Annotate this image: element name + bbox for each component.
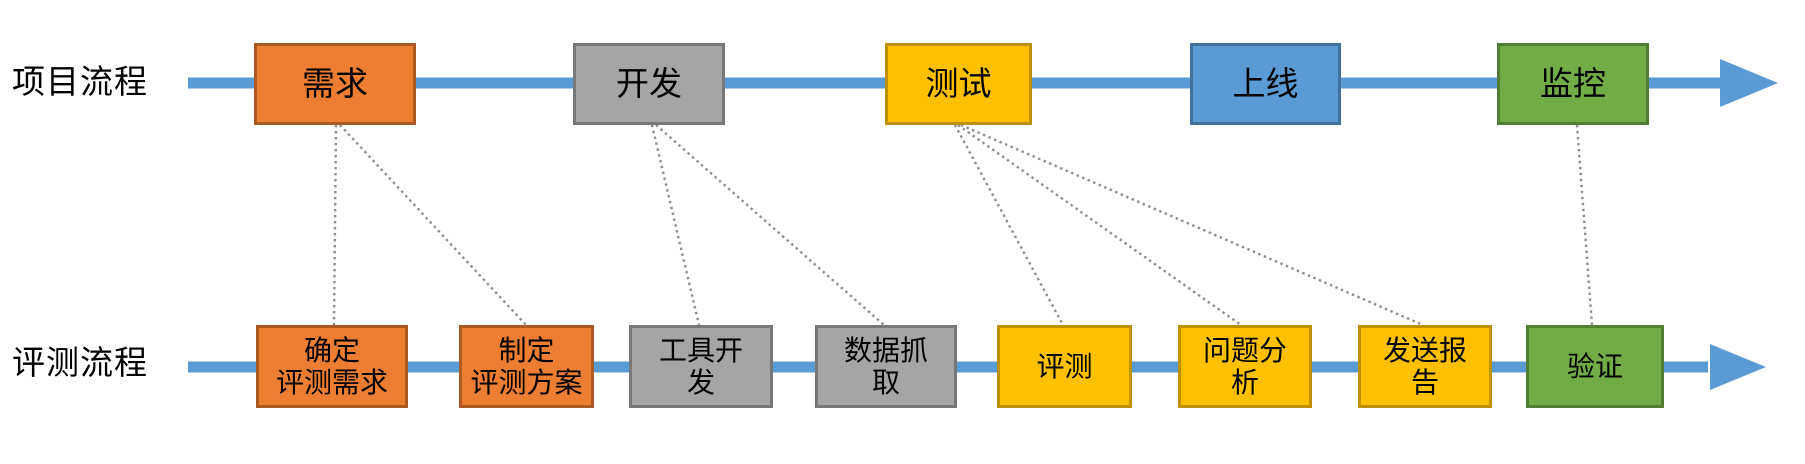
dotted-connector-development-to-data-capture xyxy=(655,124,885,326)
dotted-connector-testing-to-send-report xyxy=(960,123,1424,327)
dotted-connector-development-to-tool-development xyxy=(650,124,701,326)
flow-box-data-capture: 数据抓 取 xyxy=(815,325,957,408)
dotted-connector-testing-to-evaluation xyxy=(953,124,1065,326)
dotted-connector-requirement-to-make-eval-plan xyxy=(339,124,527,326)
dotted-connector-monitoring-to-verification xyxy=(1575,124,1594,326)
dotted-connector-requirement-to-define-eval-requirements xyxy=(332,124,338,326)
flow-box-development: 开发 xyxy=(573,43,725,125)
flow-box-verification: 验证 xyxy=(1526,325,1664,408)
project-flow-timeline-arrowhead-icon xyxy=(1720,59,1778,107)
flow-box-monitoring: 监控 xyxy=(1497,43,1649,125)
flow-box-make-eval-plan: 制定 评测方案 xyxy=(459,325,594,408)
flow-box-testing: 测试 xyxy=(885,43,1032,125)
flow-box-evaluation: 评测 xyxy=(997,325,1132,408)
flow-box-tool-development: 工具开 发 xyxy=(629,325,773,408)
flow-box-issue-analysis: 问题分 析 xyxy=(1178,325,1312,408)
row-label-evaluation-flow: 评测流程 xyxy=(12,344,148,381)
row-label-project-flow: 项目流程 xyxy=(12,63,148,100)
flow-box-launch: 上线 xyxy=(1190,43,1341,125)
evaluation-flow-timeline-arrowhead-icon xyxy=(1710,344,1766,390)
flow-box-define-eval-requirements: 确定 评测需求 xyxy=(256,325,408,408)
flow-box-send-report: 发送报 告 xyxy=(1358,325,1492,408)
flow-box-requirement: 需求 xyxy=(254,43,416,125)
dotted-connector-testing-to-issue-analysis xyxy=(957,124,1242,326)
